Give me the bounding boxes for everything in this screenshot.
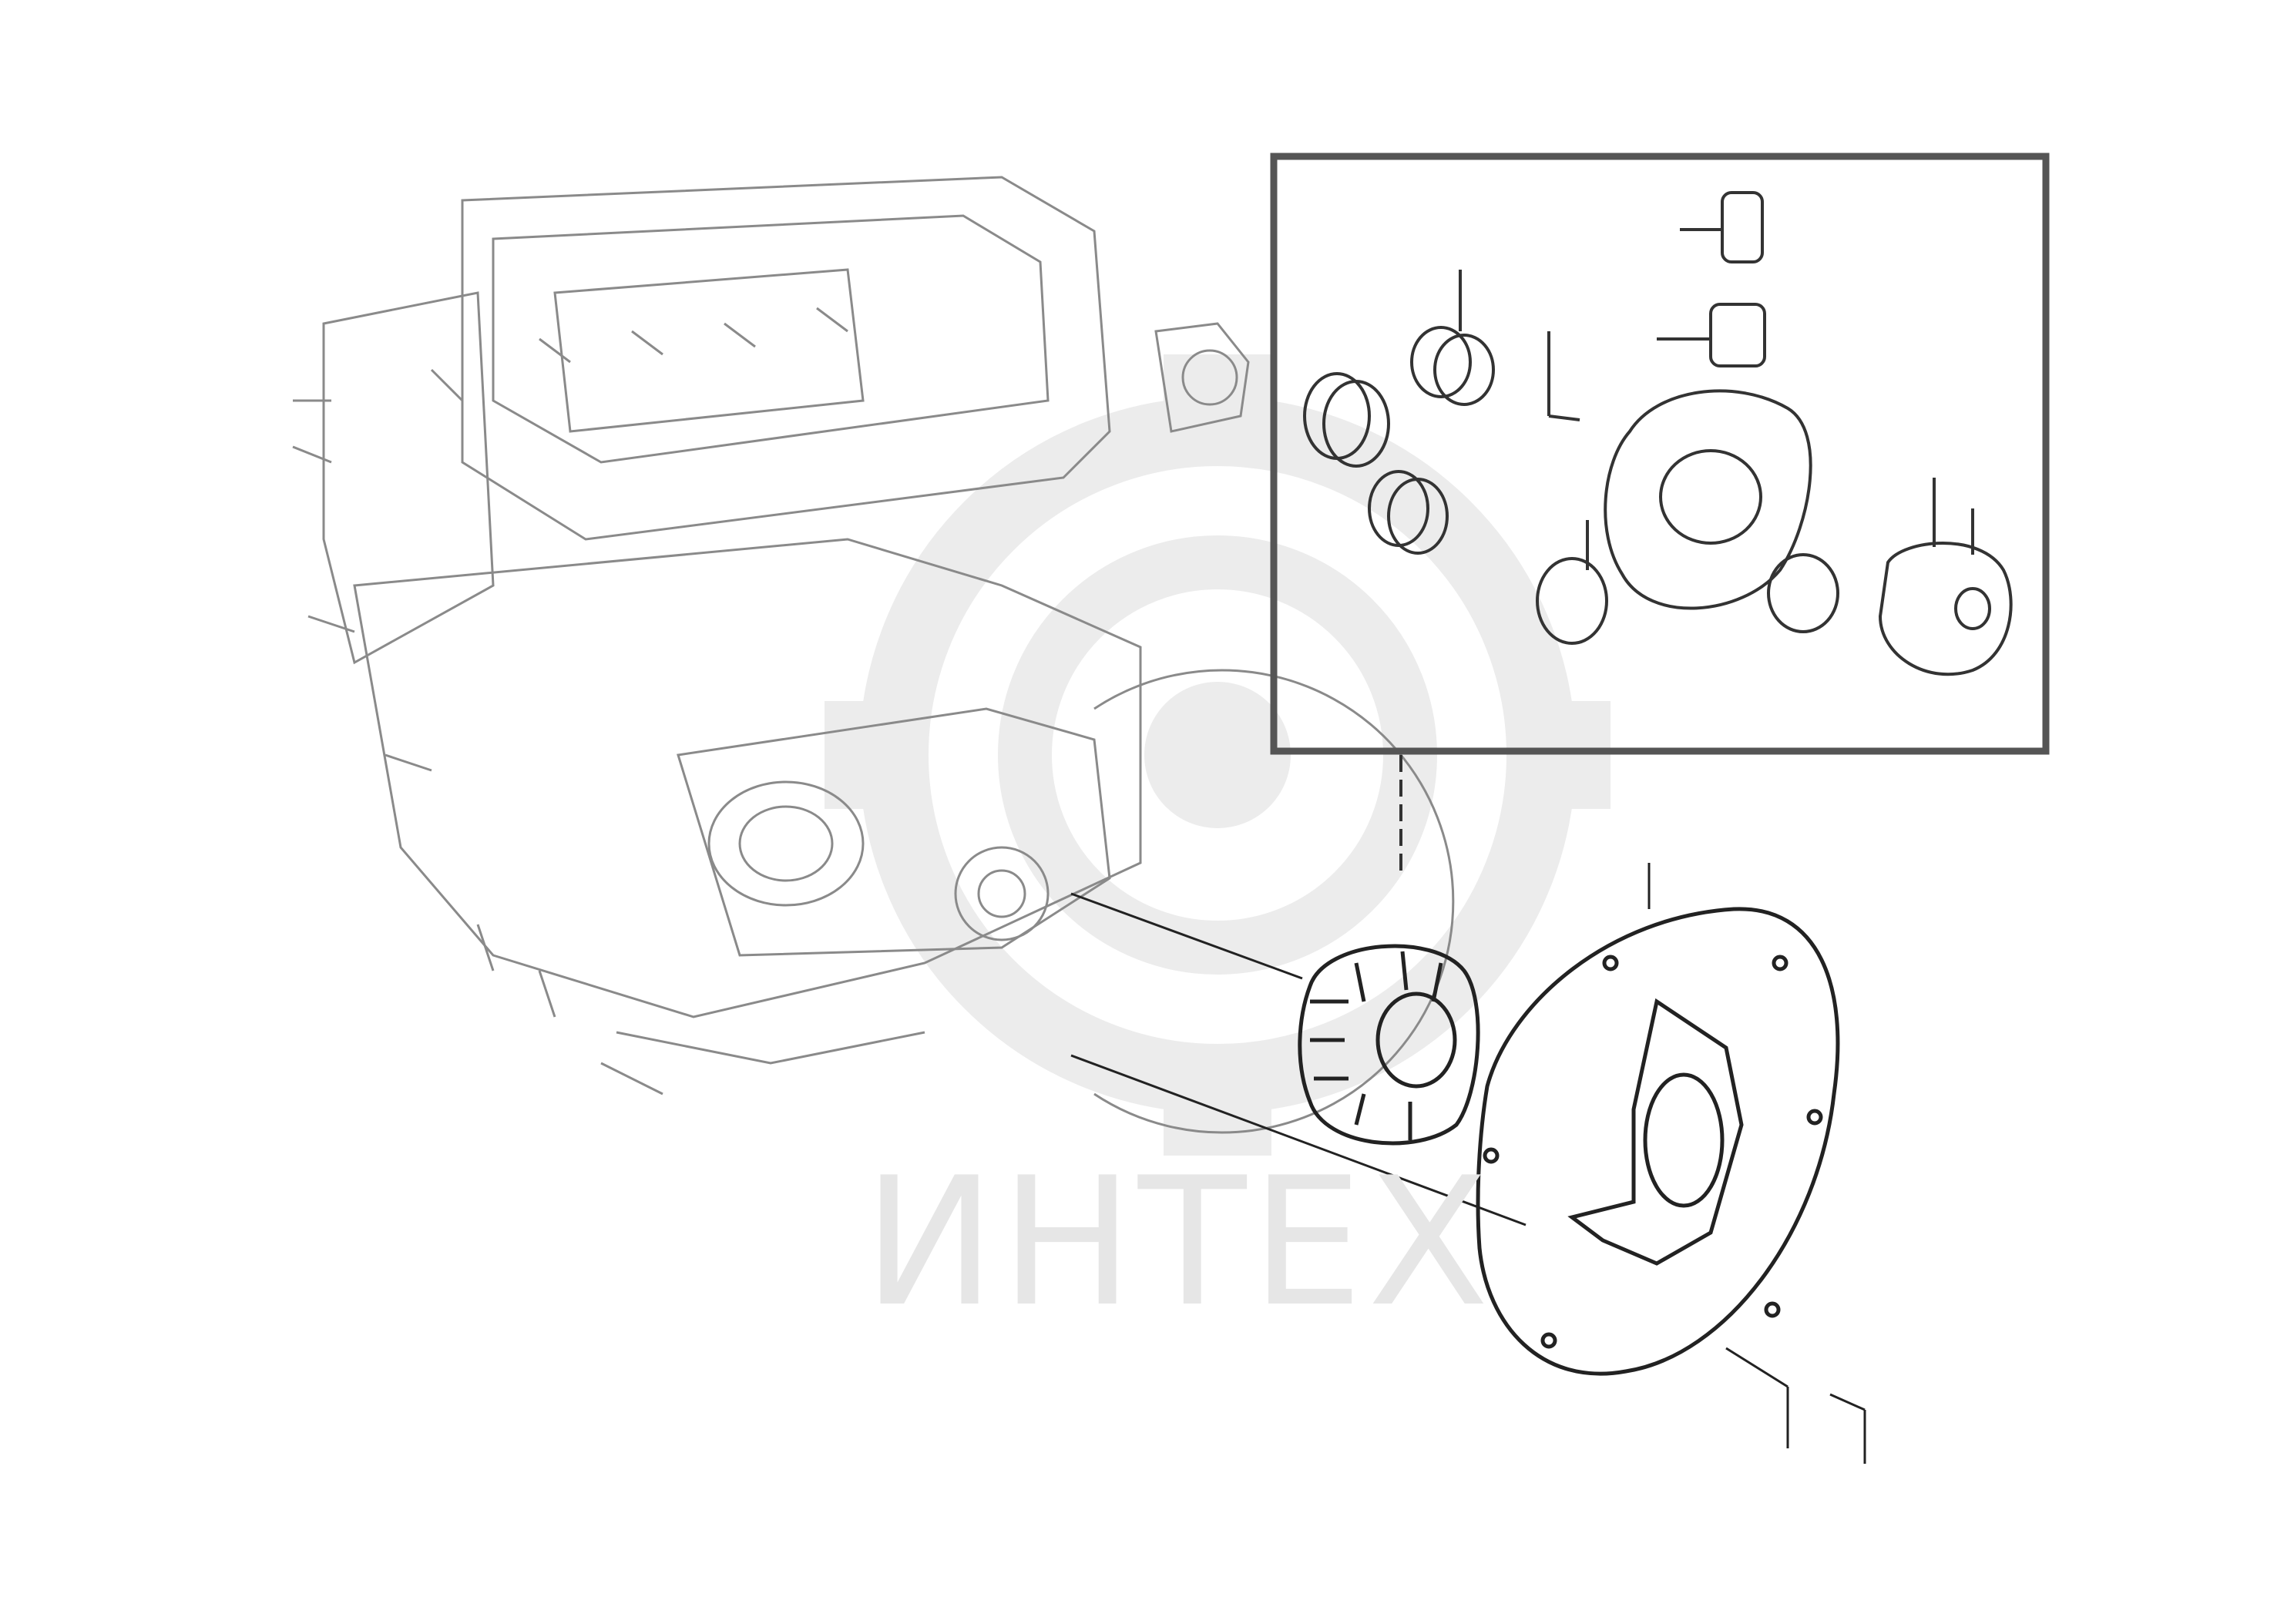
watermark-text: ИНТЕХ bbox=[863, 1140, 1494, 1346]
inset-parts bbox=[1303, 191, 2013, 676]
flexible-coupling bbox=[1070, 892, 1527, 1226]
flywheel-plate bbox=[1476, 863, 1866, 1464]
watermark-gear-icon bbox=[825, 354, 1611, 1156]
detail-inset-frame bbox=[1270, 153, 2050, 871]
engine-block-drawing bbox=[292, 176, 1455, 1134]
